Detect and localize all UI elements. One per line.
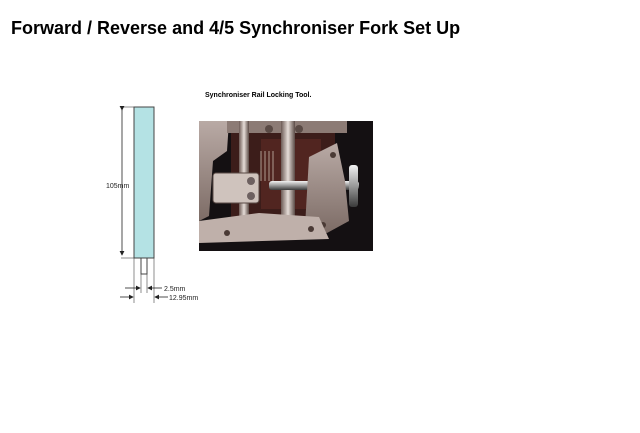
tool-pin [140,257,148,275]
photo-caption: Synchroniser Rail Locking Tool. [205,92,312,99]
overall-width-label: 12.95mm [169,295,198,302]
tool-dimension-drawing: 105mm 2.5mm 12.95mm [106,106,198,303]
locking-tool-photo [199,121,373,251]
page-title: Forward / Reverse and 4/5 Synchroniser F… [11,18,461,38]
tool-body [133,106,155,259]
pin-width-label: 2.5mm [164,286,186,293]
height-label: 105mm [106,183,130,190]
